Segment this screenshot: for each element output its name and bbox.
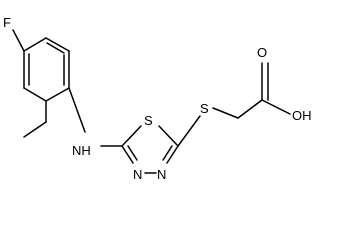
bond	[212, 107, 239, 119]
atom-label-s-thioether: S	[200, 101, 209, 116]
atom-label-n-ring-left: N	[133, 167, 142, 182]
bond	[23, 87, 47, 102]
bond	[45, 37, 70, 52]
bond	[23, 37, 47, 52]
bond	[45, 87, 70, 102]
atom-label-nh: NH	[72, 143, 91, 158]
bond	[237, 99, 263, 119]
benzene-ring	[23, 37, 70, 102]
bond	[177, 115, 201, 147]
bond	[68, 87, 86, 133]
bond	[23, 121, 47, 138]
bond	[121, 125, 142, 147]
bond	[162, 145, 173, 161]
structure-diagram: F NH S N N S O OH	[3, 15, 312, 182]
bond	[127, 145, 138, 161]
bond	[12, 29, 25, 52]
atom-label-f: F	[3, 15, 11, 30]
atom-label-o: O	[257, 45, 267, 60]
bond	[158, 125, 179, 147]
bond	[121, 145, 134, 164]
thiadiazole-ring	[121, 125, 179, 174]
atom-label-s-ring: S	[144, 113, 153, 128]
bond	[46, 42, 65, 54]
bond	[261, 99, 291, 115]
atom-label-n-ring-right: N	[157, 167, 166, 182]
bond	[166, 145, 179, 164]
atom-label-oh: OH	[292, 108, 312, 123]
